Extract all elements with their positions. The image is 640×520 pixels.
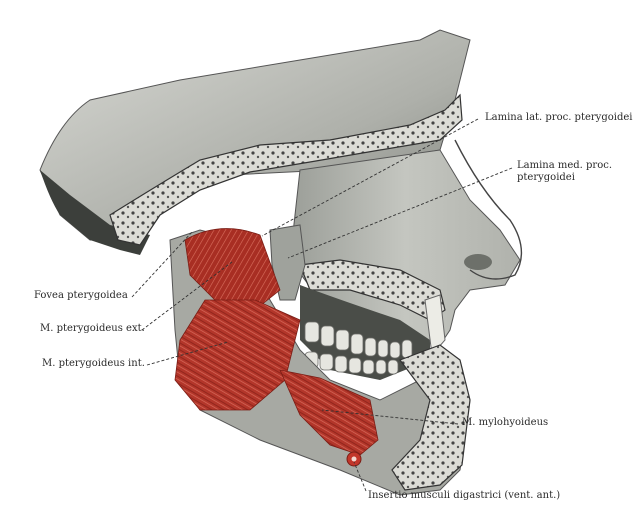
label-lamina-med-line2: pterygoidei — [517, 172, 575, 183]
teeth — [304, 321, 413, 375]
mylohyoid-muscle — [279, 369, 379, 456]
pterygoid-int-muscle — [174, 299, 301, 411]
label-mylohyoideus: M. mylohyoideus — [462, 417, 549, 428]
nose — [454, 139, 523, 280]
label-lamina-med-line1: Lamina med. proc. — [517, 160, 613, 171]
cranial-cut-surface — [109, 93, 463, 246]
leader-lines — [131, 118, 513, 492]
mandible-cut-surface — [391, 344, 471, 491]
label-pterygoideus-int: M. pterygoideus int. — [42, 358, 145, 369]
label-insertio-digastrici: Insertio musculi digastrici (vent. ant.) — [368, 490, 561, 501]
pterygoid-plate — [269, 224, 306, 301]
label-fovea: Fovea pterygoidea — [34, 290, 128, 301]
label-pterygoideus-ext: M. pterygoideus ext. — [40, 323, 145, 334]
label-lamina-lat: Lamina lat. proc. pterygoidei — [485, 112, 633, 123]
